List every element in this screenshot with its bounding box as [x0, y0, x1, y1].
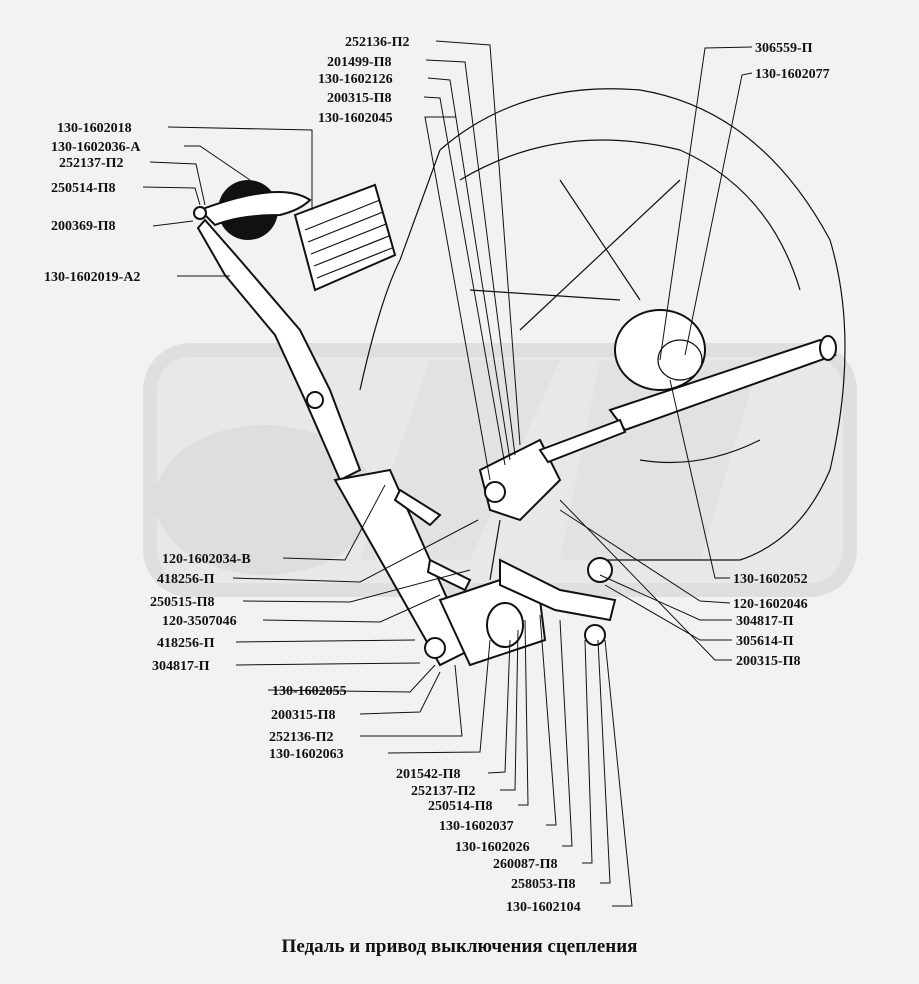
- part-label: 130-1602037: [439, 819, 514, 834]
- part-label: 130-1602036-А: [51, 140, 141, 155]
- part-label: 304817-П: [736, 614, 794, 629]
- part-label: 258053-П8: [511, 877, 576, 892]
- part-label: 120-3507046: [162, 614, 237, 629]
- linkage-rods: [333, 418, 627, 667]
- part-label: 200315-П8: [271, 708, 336, 723]
- part-label: 250514-П8: [51, 181, 116, 196]
- leader-lines: [142, 40, 753, 907]
- part-label: 252136-П2: [269, 730, 334, 745]
- part-label: 200315-П8: [327, 91, 392, 106]
- part-label: 201499-П8: [327, 55, 392, 70]
- part-label: 130-1602055: [272, 684, 347, 699]
- part-label: 130-1602026: [455, 840, 530, 855]
- part-label: 130-1602104: [506, 900, 581, 915]
- part-label: 130-1602126: [318, 72, 393, 87]
- part-label: 260087-П8: [493, 857, 558, 872]
- part-labels: 252136-П2 201499-П8 130-1602126 200315-П…: [44, 35, 830, 915]
- part-label: 130-1602052: [733, 572, 808, 587]
- part-label: 250515-П8: [150, 595, 215, 610]
- clutch-pedal: [193, 180, 397, 482]
- figure-caption: Педаль и привод выключения сцепления: [281, 936, 638, 957]
- part-label: 252136-П2: [345, 35, 410, 50]
- part-label: 250514-П8: [428, 799, 493, 814]
- part-label: 130-1602077: [755, 67, 830, 82]
- part-label: 130-1602018: [57, 121, 132, 136]
- part-label: 130-1602063: [269, 747, 344, 762]
- part-label: 252137-П2: [59, 156, 124, 171]
- part-label: 130-1602045: [318, 111, 393, 126]
- part-label: 418256-П: [157, 636, 215, 651]
- part-label: 304817-П: [152, 659, 210, 674]
- part-label: 200369-П8: [51, 219, 116, 234]
- part-label: 201542-П8: [396, 767, 461, 782]
- part-label: 305614-П: [736, 634, 794, 649]
- part-label: 418256-П: [157, 572, 215, 587]
- part-label: 252137-П2: [411, 784, 476, 799]
- part-label: 120-1602046: [733, 597, 808, 612]
- part-label: 130-1602019-А2: [44, 270, 140, 285]
- part-label: 120-1602034-В: [162, 552, 251, 567]
- clutch-housing: [359, 88, 846, 561]
- part-label: 200315-П8: [736, 654, 801, 669]
- part-label: 306559-П: [755, 41, 813, 56]
